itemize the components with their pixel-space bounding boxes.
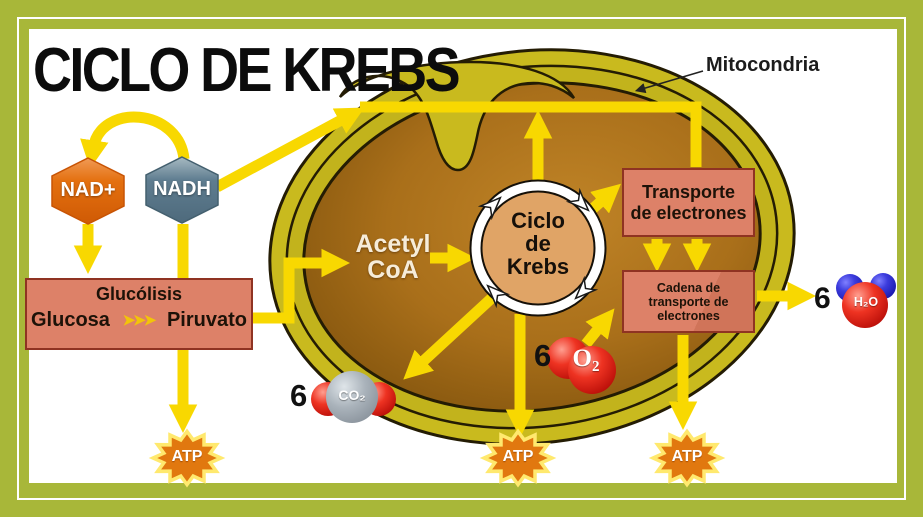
acetyl-coa-label: Acetyl CoA [348, 231, 438, 284]
arrow-nadh-to-membrane [214, 107, 365, 192]
glycolysis-box: Glucólisis Glucosa ➤➤➤ Piruvato [25, 278, 253, 350]
line-membrane-to-transport [360, 101, 702, 167]
glycolysis-title: Glucólisis [95, 284, 183, 304]
electron-transport-box: Transporte de electrones [622, 168, 755, 237]
krebs-circle-ring [471, 181, 605, 315]
h2o-formula: H₂O [853, 295, 879, 309]
o2-count: 6 [534, 338, 552, 373]
transport-chain-line3: electrones [657, 308, 720, 323]
atp-label: ATP [171, 448, 203, 465]
co2-count: 6 [290, 378, 308, 413]
acetyl-line1: Acetyl [355, 230, 431, 258]
acetyl-line2: CoA [367, 256, 419, 285]
krebs-line1: Ciclo [511, 208, 565, 233]
cycle-arrow-icon [565, 187, 590, 212]
h2o-count: 6 [814, 282, 831, 315]
nadh-hexagon [145, 156, 219, 224]
krebs-cycle-circle [469, 179, 607, 317]
h2o-molecule [836, 273, 896, 328]
page-title: CICLO DE KREBS [33, 36, 461, 105]
electron-transport-line2: de electrones [630, 202, 747, 223]
arrow-piruvato-to-acetyl [252, 248, 351, 324]
atp-label: ATP [671, 448, 703, 465]
co2-molecule [311, 371, 396, 423]
transport-chain-line2: transporte de [648, 294, 729, 309]
atp-label: ATP [502, 448, 534, 465]
nad-plus-label: NAD+ [60, 179, 116, 201]
o2-molecule [547, 337, 616, 394]
krebs-line2: de [525, 231, 551, 257]
glycolysis-reaction-row: Glucosa ➤➤➤ Piruvato [27, 305, 251, 332]
transport-chain-box: Cadena de transporte de electrones [622, 270, 755, 333]
arrow-krebs-to-co2 [403, 291, 498, 380]
mini-arrows-icon: ➤➤➤ [122, 311, 157, 329]
mitochondria-crista [338, 60, 576, 172]
electron-transport-line1: Transporte [641, 181, 736, 202]
cycle-arrow-icons [477, 187, 599, 309]
arrow-nadh-to-nad [80, 111, 190, 169]
mitochondria-pointer-line [634, 70, 704, 94]
co2-carbon-sphere [326, 371, 378, 423]
transport-chain-line1: Cadena de [656, 280, 721, 295]
arrow-o2-to-chain [581, 308, 615, 348]
cycle-arrow-icon [486, 284, 511, 309]
krebs-cycle-label: Ciclo de Krebs [493, 209, 583, 278]
h2o-oxygen-sphere [842, 282, 888, 328]
o2-formula: O₂ [572, 345, 600, 372]
cycle-arrow-icon [574, 275, 599, 300]
nadh-label: NADH [153, 178, 211, 200]
mitochondria-label: Mitocondria [706, 54, 820, 76]
co2-formula: CO₂ [338, 387, 366, 403]
cycle-arrow-icon [477, 196, 502, 221]
o2-sphere [568, 346, 616, 394]
pyruvate-label: Piruvato [166, 309, 247, 331]
krebs-line3: Krebs [506, 254, 570, 280]
glucose-label: Glucosa [31, 309, 110, 331]
nad-plus-hexagon [51, 157, 125, 225]
